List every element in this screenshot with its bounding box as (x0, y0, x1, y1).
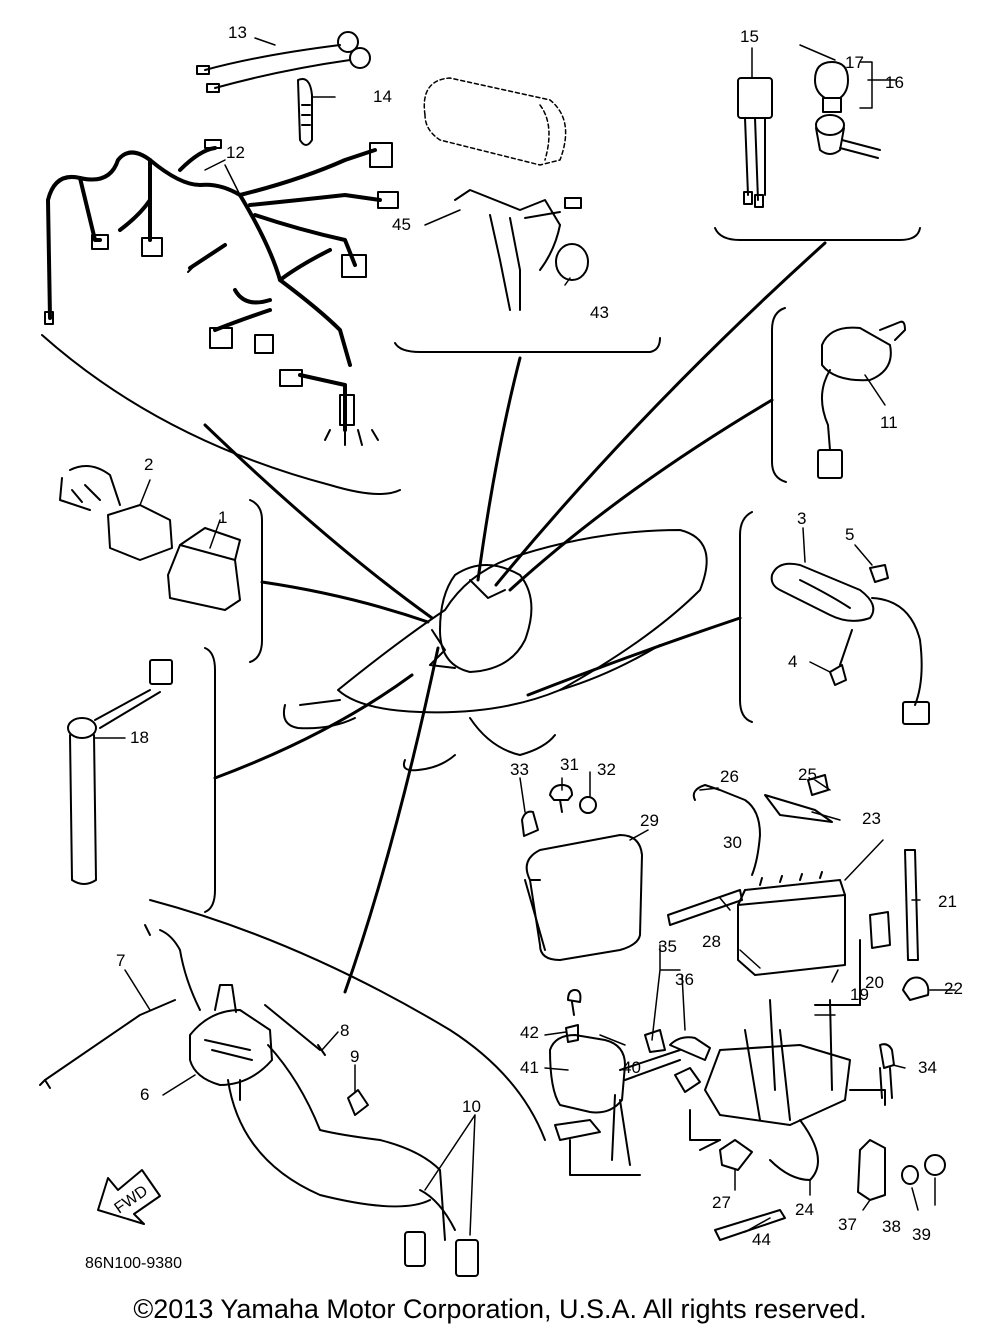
part-label: 16 (885, 73, 904, 92)
part-label: 45 (392, 215, 411, 234)
wire-harness (46, 146, 382, 432)
part-label: 26 (720, 767, 739, 786)
bracket-frame-right (739, 511, 753, 723)
sensor-unit (737, 77, 773, 208)
bracket-frame-handlebar (394, 337, 661, 353)
part-label: 20 (865, 973, 884, 992)
bracket-frame-cdi (149, 899, 546, 1141)
leader-line (508, 398, 774, 592)
relay-assembly (59, 465, 241, 611)
harness-connectors (44, 139, 399, 446)
part-label: 17 (845, 53, 864, 72)
part-label: 8 (340, 1021, 349, 1040)
part-label: 41 (520, 1058, 539, 1077)
part-label: 5 (845, 525, 854, 544)
fwd-arrow-label: FWD (111, 1182, 151, 1217)
part-label: 9 (350, 1047, 359, 1066)
part-label: 7 (116, 951, 125, 970)
snowmobile-outline (282, 529, 708, 772)
part-label: 42 (520, 1023, 539, 1042)
part-label: 39 (912, 1225, 931, 1244)
fwd-arrow (97, 1169, 161, 1225)
part-label: 33 (510, 760, 529, 779)
part-label: 19 (850, 985, 869, 1004)
drawing-code: 86N100-9380 (85, 1255, 182, 1272)
part-label: 28 (702, 932, 721, 951)
copyright-notice: ©2013 Yamaha Motor Corporation, U.S.A. A… (133, 1294, 867, 1324)
part-label: 4 (788, 652, 797, 671)
part-label: 12 (226, 143, 245, 162)
wire-lead (196, 31, 371, 93)
cable-tie (297, 78, 313, 146)
part-label: 15 (740, 27, 759, 46)
leader-line (494, 241, 827, 587)
part-label: 31 (560, 755, 579, 774)
rectifier-bracket (770, 562, 930, 725)
handlebar-switch (454, 189, 589, 311)
bracket-frame-harness (41, 334, 401, 495)
part-label: 11 (880, 413, 898, 432)
part-label: 18 (130, 728, 149, 747)
part-label: 2 (144, 455, 153, 474)
part-label: 32 (597, 760, 616, 779)
bracket-frame-sensor (714, 227, 921, 241)
leader-line (260, 580, 430, 624)
part-label: 24 (795, 1200, 814, 1219)
part-label: 23 (862, 809, 881, 828)
part-labels: 1 2 3 4 5 6 7 8 9 10 11 12 13 14 15 16 1… (85, 23, 963, 1272)
bracket-frame-gauge (204, 647, 216, 913)
leader-line (203, 423, 434, 620)
part-label: 14 (373, 87, 392, 106)
part-label: 13 (228, 23, 247, 42)
part-label: 38 (882, 1217, 901, 1236)
part-label: 35 (658, 937, 677, 956)
part-label: 1 (218, 508, 227, 527)
leader-line (476, 356, 522, 582)
part-leaders (94, 37, 956, 1236)
part-label: 44 (752, 1230, 771, 1249)
part-label: 34 (918, 1058, 937, 1077)
leader-line (213, 673, 414, 780)
part-label: 27 (712, 1193, 731, 1212)
bracket-frame-left (249, 499, 263, 663)
part-label: 6 (140, 1085, 149, 1104)
part-label: 10 (462, 1097, 481, 1116)
leader-line (343, 646, 440, 994)
part-label: 30 (723, 833, 742, 852)
part-label: 37 (838, 1215, 857, 1234)
bracket-frame-main-switch (771, 307, 787, 483)
part-label: 36 (675, 970, 694, 989)
part-label: 21 (938, 892, 957, 911)
part-label: 25 (798, 765, 817, 784)
main-switch (817, 320, 906, 479)
part-label: 22 (944, 979, 963, 998)
part-label: 43 (590, 303, 609, 322)
leader-line (526, 616, 742, 697)
handlebar-grip (423, 77, 567, 166)
part-label: 40 (622, 1058, 641, 1077)
part-label: 3 (797, 509, 806, 528)
cdi-unit (39, 924, 479, 1277)
part-label: 29 (640, 811, 659, 830)
battery-assembly (521, 774, 946, 1241)
bulb-socket (814, 61, 881, 159)
fuel-gauge-sender (67, 659, 173, 885)
